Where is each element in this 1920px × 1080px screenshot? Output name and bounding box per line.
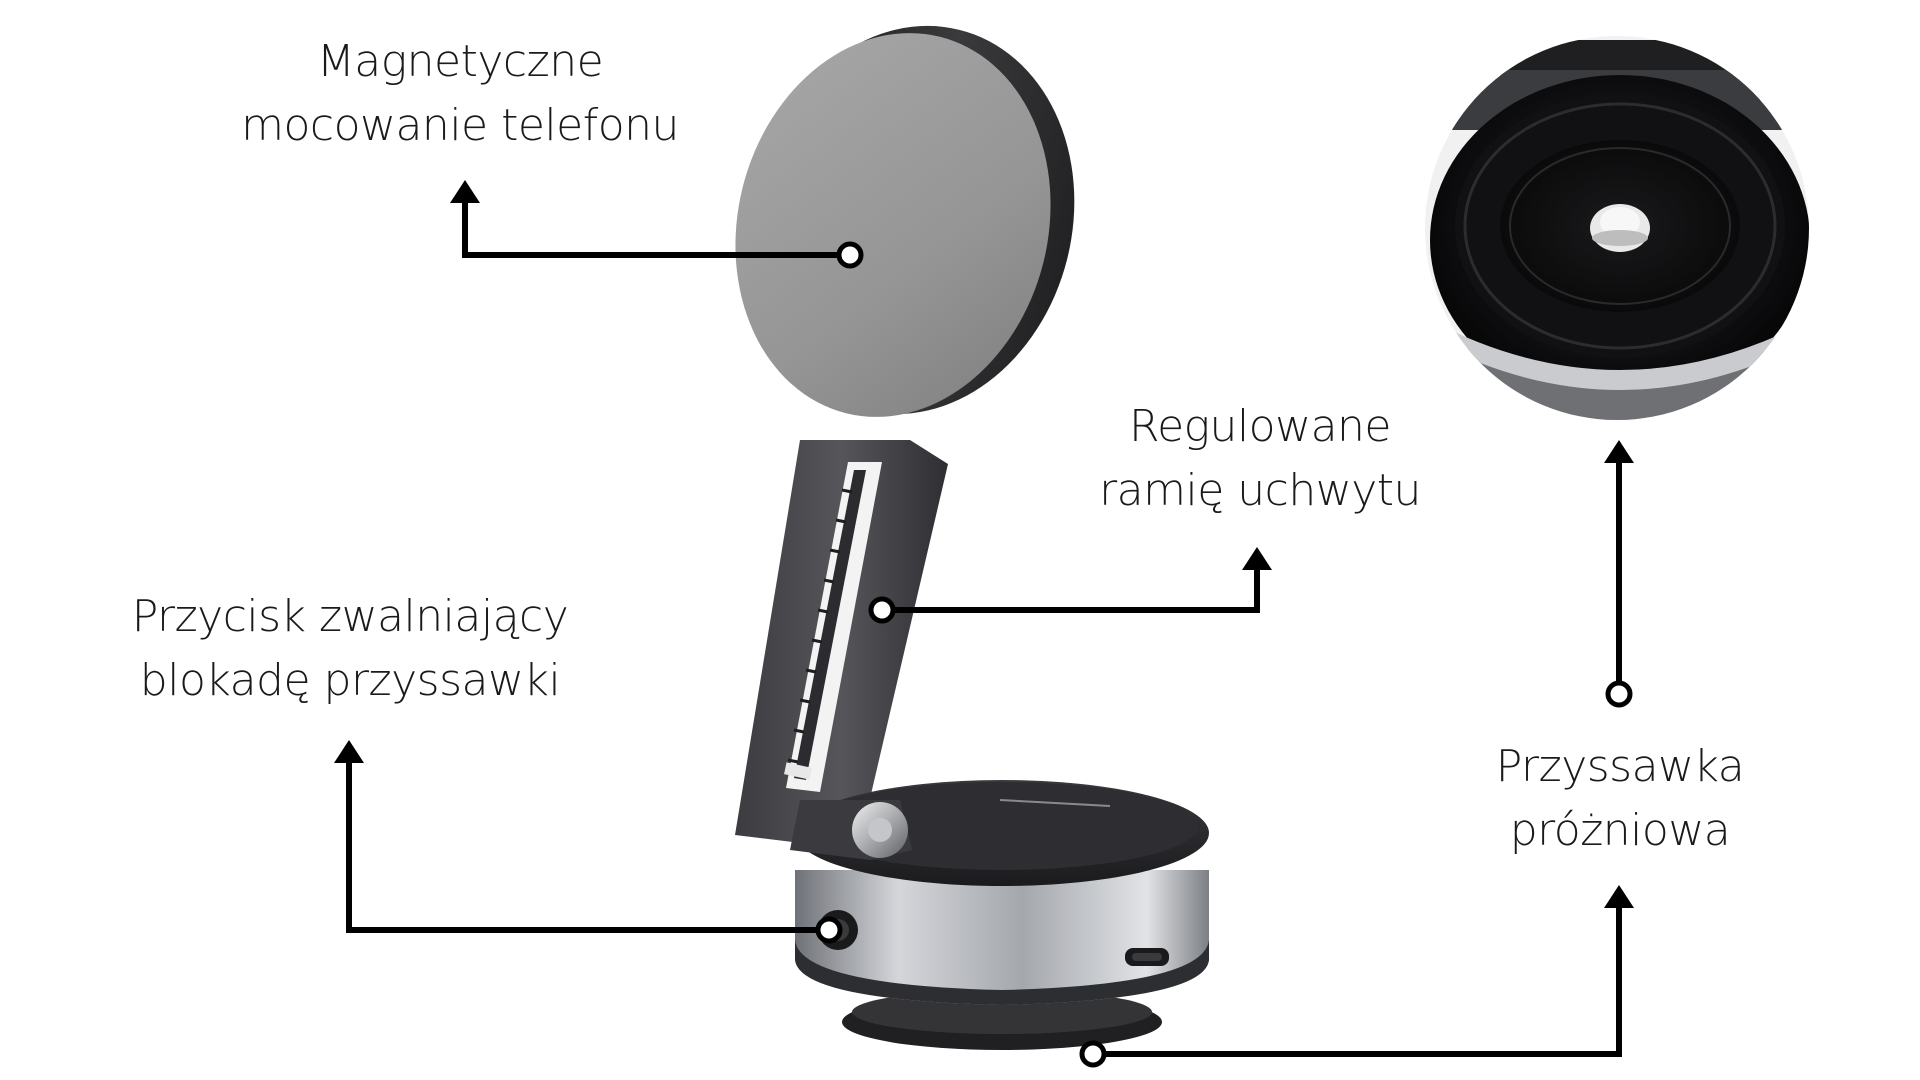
- magnetic-head-illustration: [735, 25, 1075, 417]
- callout-adjustable-arm: [868, 547, 1272, 624]
- label-release-button: Przycisk zwalniający blokadę przyssawki: [110, 585, 590, 713]
- callout-endpoint-icon: [1079, 1040, 1107, 1068]
- vacuum-cup-detail-illustration: [1425, 36, 1809, 420]
- arrow-up-icon: [1242, 547, 1272, 570]
- arrow-up-icon: [450, 180, 480, 203]
- label-vacuum-cup-line1: Przyssawka: [1495, 741, 1745, 792]
- base-illustration: [790, 780, 1209, 1050]
- callout-line-release-button: [346, 760, 827, 933]
- label-release-button-line1: Przycisk zwalniający: [131, 591, 569, 642]
- label-release-button-line2: blokadę przyssawki: [139, 655, 561, 706]
- arrow-up-icon: [1604, 885, 1634, 908]
- arrow-up-icon: [334, 740, 364, 763]
- callout-endpoint-icon: [868, 596, 896, 624]
- label-vacuum-cup: Przyssawka próżniowa: [1440, 735, 1800, 863]
- label-magnetic-mount-line1: Magnetyczne: [316, 36, 604, 87]
- label-adjustable-arm-line2: ramię uchwytu: [1099, 465, 1421, 516]
- label-adjustable-arm-line1: Regulowane: [1128, 401, 1392, 452]
- label-vacuum-cup-line2: próżniowa: [1509, 805, 1731, 856]
- callout-magnetic-mount: [450, 180, 864, 269]
- label-adjustable-arm: Regulowane ramię uchwytu: [1060, 395, 1460, 523]
- label-magnetic-mount-line2: mocowanie telefonu: [241, 100, 679, 151]
- callout-release-button: [334, 740, 843, 944]
- callout-endpoint-icon: [836, 241, 864, 269]
- callout-vacuum-cup: [1079, 885, 1634, 1068]
- callout-endpoint-icon: [1605, 680, 1633, 708]
- callout-endpoint-icon: [815, 916, 843, 944]
- adjustable-arm-illustration: [735, 440, 948, 850]
- callout-line-vacuum-cup: [1093, 905, 1622, 1057]
- callout-line-adjustable-arm: [880, 568, 1260, 613]
- callout-line-magnetic-mount: [462, 200, 848, 258]
- arrow-up-icon: [1604, 440, 1634, 463]
- label-magnetic-mount: Magnetyczne mocowanie telefonu: [220, 30, 700, 158]
- callout-vacuum-cup-detail: [1604, 440, 1634, 708]
